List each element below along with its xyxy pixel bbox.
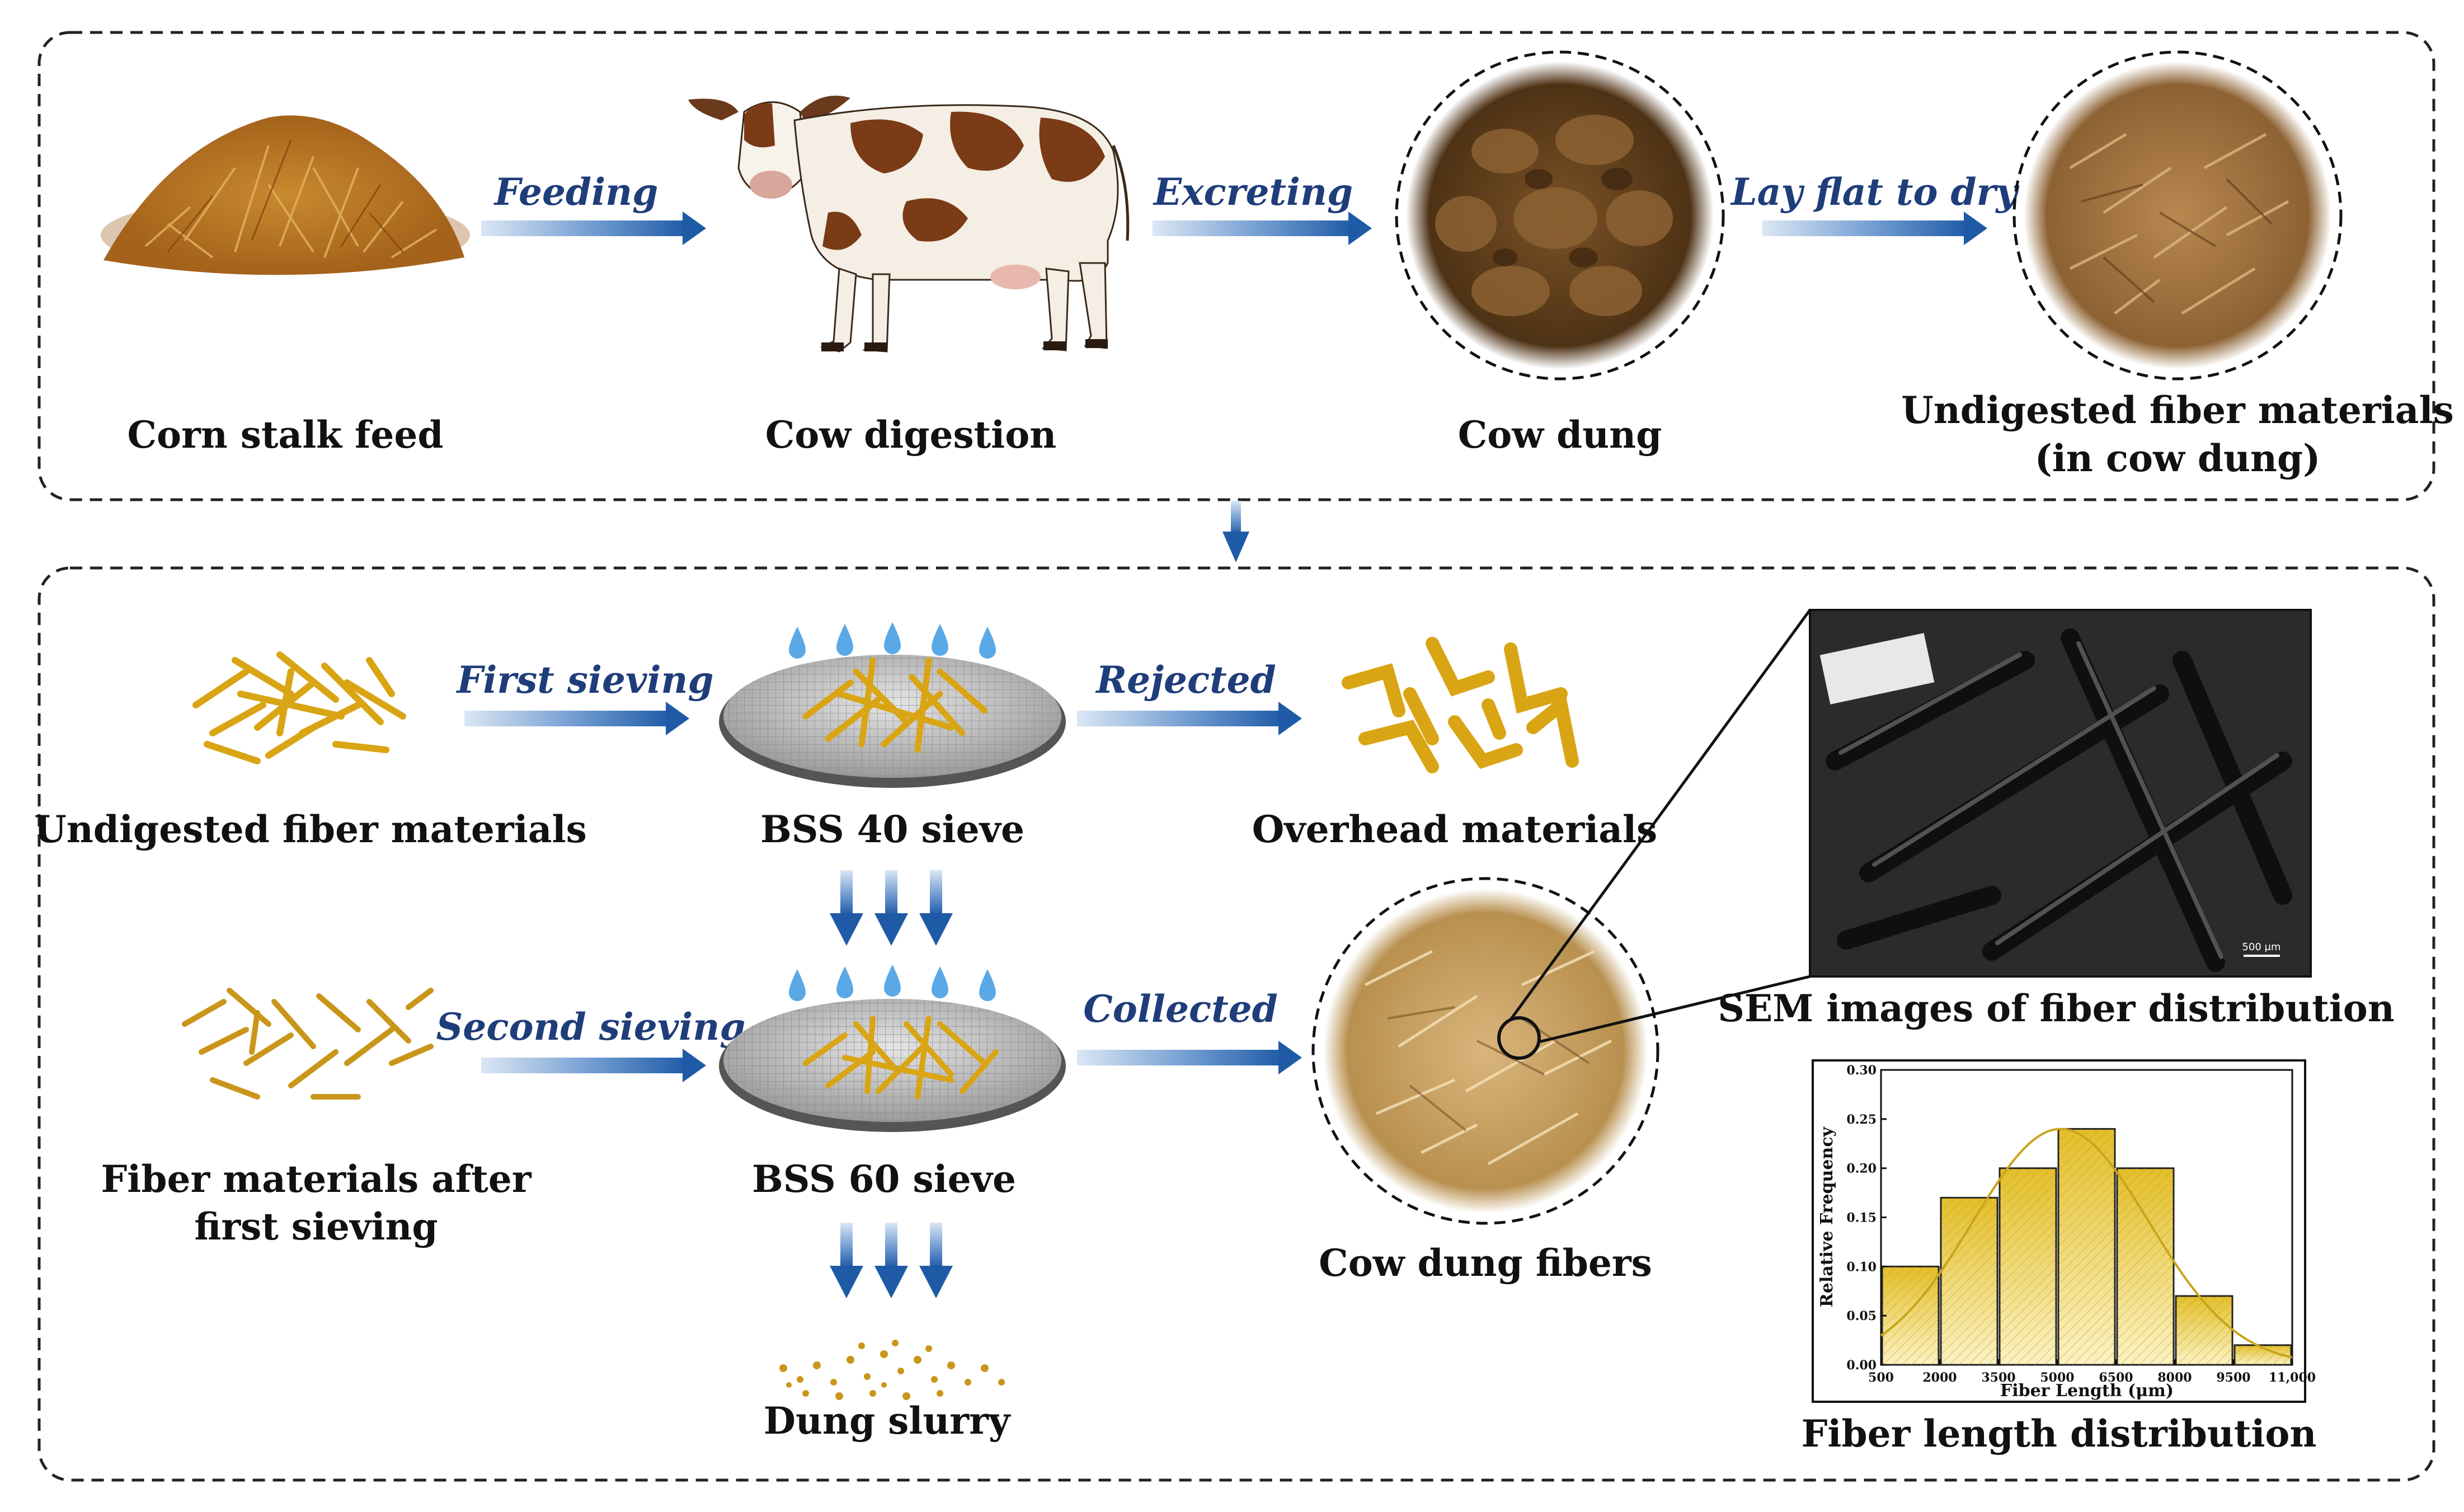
histogram-ytick-label: 0.30 — [1846, 1063, 1877, 1078]
bss40-down-arrows — [830, 870, 953, 946]
histogram-bar-hatch — [2176, 1296, 2232, 1365]
histogram-xtick-label: 5000 — [2040, 1370, 2074, 1385]
bottom-panel-frame — [37, 566, 2435, 1482]
feeding-arrow — [481, 212, 706, 245]
overhead-materials-label: Overhead materials — [1252, 807, 1657, 851]
dung-slurry-icon — [779, 1340, 1005, 1400]
second-sieving-arrow — [481, 1049, 706, 1082]
histogram-ylabel: Relative Frequency — [1817, 1126, 1837, 1307]
rejected-step-label: Rejected — [1095, 658, 1276, 702]
histogram-xtick-label: 2000 — [1922, 1370, 1957, 1385]
undigested-fiber-label-line2: (in cow dung) — [2035, 436, 2321, 480]
histogram-xtick-label: 9500 — [2216, 1370, 2250, 1385]
excreting-step-label: Excreting — [1153, 170, 1353, 214]
cow-dung-label: Cow dung — [1458, 413, 1662, 457]
lay-flat-to-dry-arrow — [1762, 212, 1987, 245]
cow-dung-image — [1395, 50, 1725, 381]
zoom-line-bottom — [1538, 975, 1811, 1044]
corn-stalk-feed-label: Corn stalk feed — [128, 413, 444, 457]
histogram-bar-hatch — [2058, 1129, 2115, 1365]
bss40-sieve-icon — [719, 622, 1066, 788]
histogram-ytick-label: 0.10 — [1846, 1260, 1877, 1274]
bss60-sieve-label: BSS 60 sieve — [752, 1157, 1016, 1201]
histogram-xlabel: Fiber Length (μm) — [2000, 1381, 2174, 1401]
rejected-arrow — [1077, 702, 1302, 735]
histogram-ytick-label: 0.20 — [1846, 1162, 1877, 1176]
cow-dung-fibers-image — [1311, 877, 1659, 1225]
panel-connector-arrow — [1222, 501, 1249, 562]
dried-fiber-image — [2012, 50, 2343, 381]
bss40-sieve-label: BSS 40 sieve — [760, 807, 1024, 851]
collected-arrow — [1077, 1041, 1302, 1074]
zoom-line-top — [1509, 609, 1812, 1021]
histogram-bar-hatch — [1941, 1198, 1997, 1365]
undigested-fiber-label-line1: Undigested fiber materials — [1901, 388, 2453, 432]
histogram-xtick-label: 6500 — [2099, 1370, 2133, 1385]
after-first-sieving-label-line2: first sieving — [194, 1205, 438, 1248]
bss60-down-arrows — [830, 1223, 953, 1298]
collected-step-label: Collected — [1083, 987, 1278, 1031]
cow-digestion-label: Cow digestion — [765, 413, 1056, 457]
histogram-ytick-label: 0.05 — [1846, 1309, 1877, 1323]
histogram-xtick-label: 8000 — [2157, 1370, 2192, 1385]
histogram-ytick-label: 0.25 — [1846, 1112, 1877, 1127]
corn-stalk-feed-image — [101, 115, 470, 275]
first-sieving-step-label: First sieving — [455, 658, 713, 702]
sem-scale-label: 500 μm — [2242, 941, 2280, 953]
histogram-bar-hatch — [1882, 1266, 1939, 1365]
histogram-xtick-label: 500 — [1868, 1370, 1894, 1385]
dung-slurry-label: Dung slurry — [764, 1399, 1011, 1443]
first-sieving-arrow — [464, 702, 689, 735]
sem-caption: SEM images of fiber distribution — [1718, 987, 2395, 1030]
histogram-ytick-label: 0.00 — [1846, 1358, 1877, 1373]
sem-image: 500 μm — [1809, 609, 2312, 978]
lay-flat-to-dry-step-label: Lay flat to dry — [1730, 170, 2020, 214]
feeding-step-label: Feeding — [493, 170, 659, 214]
histogram-xtick-label: 11,000 — [2269, 1370, 2316, 1385]
histogram-ytick-label: 0.15 — [1846, 1211, 1877, 1225]
overhead-materials-icon — [1342, 637, 1579, 773]
cow-dung-fibers-label: Cow dung fibers — [1319, 1241, 1652, 1285]
histogram-xtick-label: 3500 — [1981, 1370, 2015, 1385]
normal-fit-curve — [1880, 1128, 2293, 1359]
histogram-bar-hatch — [2117, 1168, 2174, 1365]
cow-image — [688, 95, 1130, 353]
fiber-length-histogram: 0.00 0.05 0.10 0.15 0.20 0.25 0.30 500 2000 3500… — [1812, 1059, 2316, 1403]
histogram-caption: Fiber length distribution — [1802, 1412, 2317, 1455]
after-first-sieving-label-line1: Fiber materials after — [101, 1157, 532, 1201]
second-sieving-step-label: Second sieving — [436, 1005, 746, 1049]
excreting-arrow — [1153, 212, 1372, 245]
undigested-fiber-pile-icon — [192, 651, 406, 764]
bss60-sieve-icon — [719, 965, 1066, 1132]
histogram-bar-hatch — [2000, 1168, 2056, 1365]
top-panel-frame — [37, 31, 2435, 501]
first-sieved-fiber-pile-icon — [182, 988, 434, 1100]
undigested-fiber-materials-label: Undigested fiber materials — [34, 807, 586, 851]
